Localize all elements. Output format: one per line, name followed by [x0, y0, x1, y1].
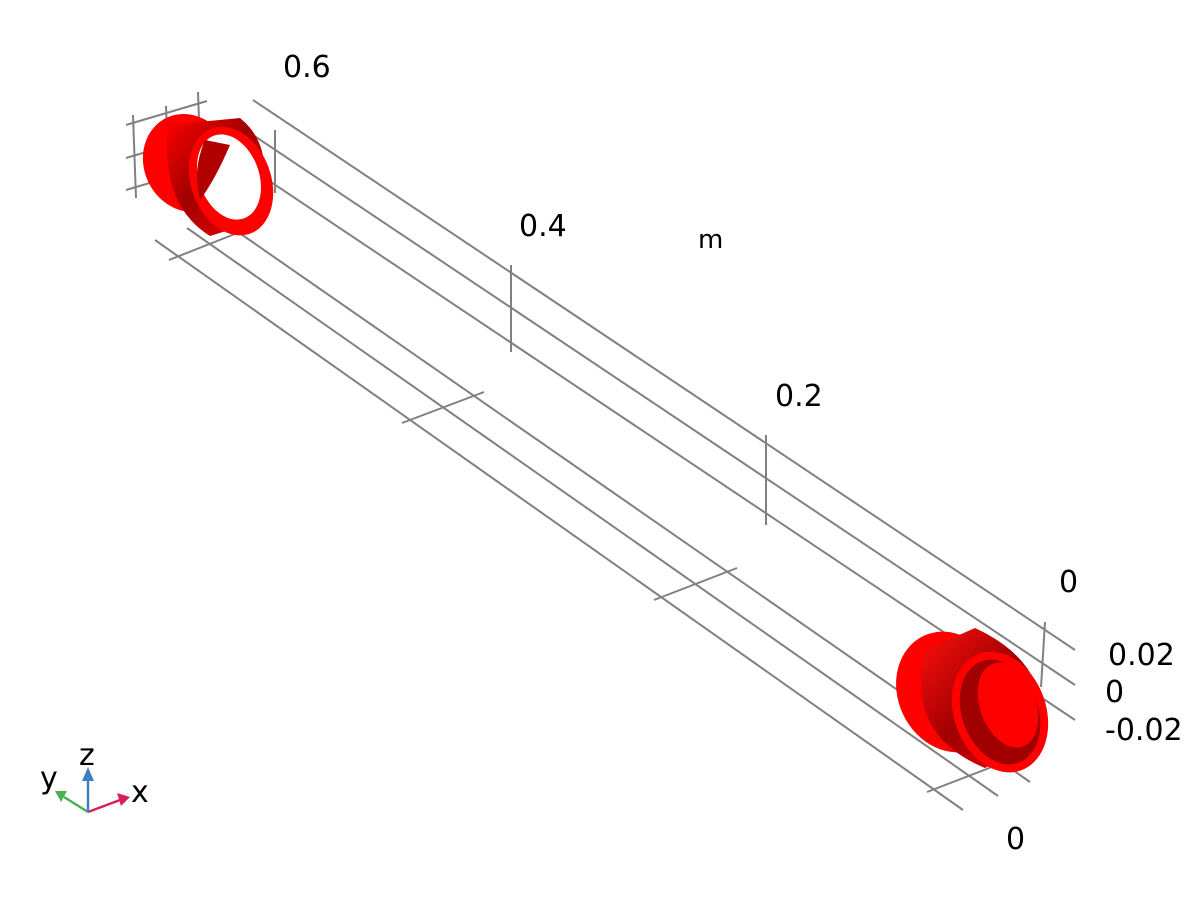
- z-axis-labels: 0.02 0 -0.02: [1105, 638, 1183, 748]
- z-tick-label: 0: [1105, 675, 1124, 710]
- triad-x-axis: [87, 798, 121, 814]
- triad-y-axis: [63, 795, 89, 814]
- triad-z-label: z: [79, 738, 95, 773]
- unit-label: m: [698, 225, 723, 255]
- grid-line: [252, 99, 1076, 651]
- y-tick-mark: [653, 567, 738, 601]
- triad-x-arrow-icon: [117, 793, 130, 806]
- near-cylinder[interactable]: [877, 614, 1065, 786]
- grid-line: [132, 114, 137, 199]
- y-tick-mark: [401, 391, 485, 424]
- triad-y-arrow-icon: [55, 791, 67, 802]
- x-axis-labels: 0.6 0.4 0.2 0: [283, 50, 1078, 600]
- triad-z-arrow-icon: [82, 767, 94, 781]
- x-tick-label: 0: [1059, 565, 1078, 600]
- grid-line: [154, 239, 964, 811]
- x-tick-mark: [1040, 621, 1046, 688]
- grid-line: [252, 134, 1076, 686]
- triad-x-label: x: [131, 775, 149, 810]
- x-tick-label: 0.2: [775, 379, 823, 414]
- x-tick-label: 0.6: [283, 50, 331, 85]
- z-tick-label: 0.02: [1108, 638, 1175, 673]
- x-tick-label: 0.4: [519, 209, 567, 244]
- far-cylinder[interactable]: [127, 99, 288, 247]
- grid-line: [252, 169, 1076, 721]
- near-cylinder-inner-highlight: [977, 662, 1039, 748]
- grid-line: [214, 215, 1031, 783]
- triad-y-label: y: [40, 761, 58, 796]
- z-tick-label: -0.02: [1105, 713, 1183, 748]
- axis-triad: x y z: [40, 738, 149, 814]
- far-cylinder-inner-wall: [196, 140, 230, 200]
- y-tick-label: 0: [1006, 822, 1025, 857]
- grid-line: [186, 227, 999, 797]
